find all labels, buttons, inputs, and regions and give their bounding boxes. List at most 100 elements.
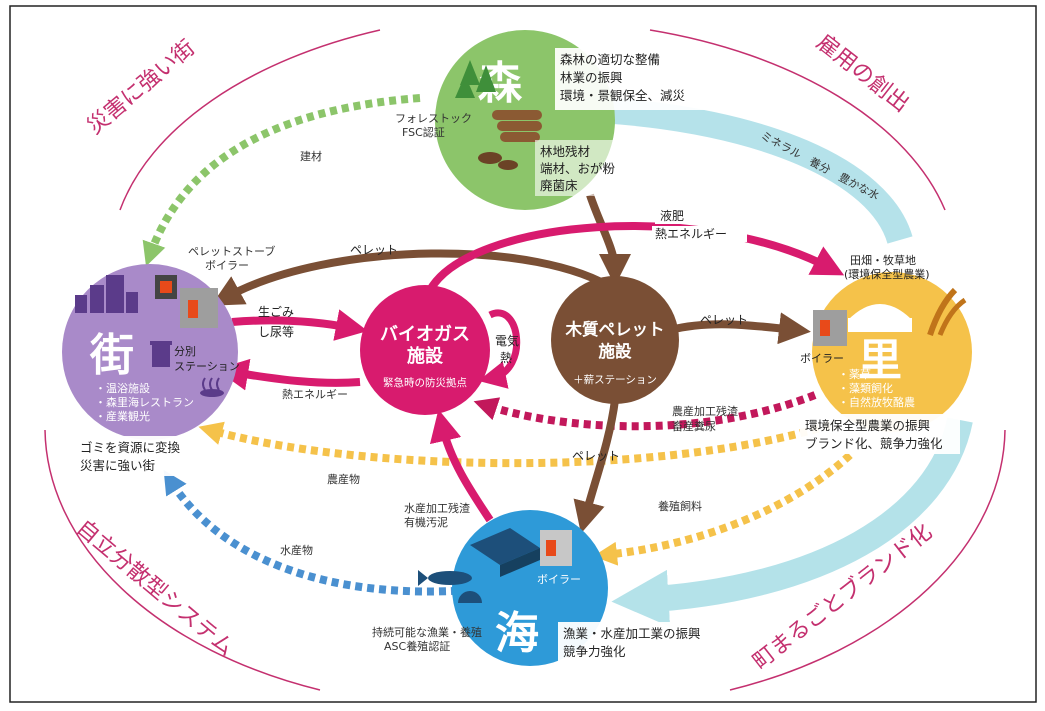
label-nousan-zansa-1: 農産加工残渣 bbox=[672, 404, 738, 418]
label-suisan-zansa-1: 水産加工残渣 bbox=[404, 501, 470, 515]
trash-icon bbox=[150, 341, 172, 367]
residue-3: 廃菌床 bbox=[540, 178, 578, 193]
water-stream-top bbox=[599, 97, 913, 245]
forest-stock-1: フォレストック bbox=[395, 112, 472, 125]
umi-desc-2: 競争力強化 bbox=[563, 644, 626, 659]
umi-desc-box bbox=[558, 622, 723, 664]
label-namagomi-2: し尿等 bbox=[258, 325, 294, 339]
biogas-loop bbox=[478, 309, 521, 389]
machi-desc-2: 災害に強い街 bbox=[80, 458, 155, 473]
sato-desc-box bbox=[800, 414, 960, 454]
flow-youshoku bbox=[593, 452, 853, 566]
flow-ekihi bbox=[426, 222, 845, 293]
boiler-icon bbox=[180, 288, 218, 328]
flow-nousan-zansa bbox=[473, 391, 817, 431]
mori-desc-box bbox=[555, 48, 705, 110]
umi-sustainable-1: 持続可能な漁業・養殖 bbox=[372, 625, 482, 639]
label-nousanbutsu: 農産物 bbox=[327, 472, 360, 486]
buildings-icon bbox=[75, 275, 138, 313]
label-netsu-top: 熱エネルギー bbox=[655, 227, 727, 241]
mori-desc-3: 環境・景観保全、減災 bbox=[560, 88, 686, 103]
sato-circle bbox=[812, 272, 972, 432]
label-pellet-top: ペレット bbox=[350, 243, 398, 257]
flow-mori-pellet bbox=[586, 193, 631, 286]
biogas-loop-2: 熱 bbox=[500, 351, 512, 365]
arc-top-right bbox=[649, 29, 946, 211]
arc-bottom-right bbox=[729, 429, 1006, 691]
sato-boiler-icon bbox=[813, 310, 847, 346]
pellet-sub: ＋薪ステーション bbox=[573, 374, 657, 386]
umi-boiler-label: ボイラー bbox=[537, 573, 581, 586]
flow-suisanbutsu bbox=[163, 469, 471, 596]
sato-list-1: ・薬草 bbox=[838, 368, 871, 381]
mushroom-icon bbox=[478, 152, 518, 170]
logs-icon bbox=[492, 110, 542, 142]
umi-desc-1: 漁業・水産加工業の振興 bbox=[563, 626, 701, 641]
arc-bottom-left bbox=[44, 429, 321, 691]
shell-icon bbox=[458, 591, 482, 603]
corner-bottom-left: 自立分散型システム bbox=[71, 515, 238, 661]
label-suisan-zansa-2: 有機汚泥 bbox=[404, 515, 448, 529]
pellet-title-1: 木質ペレット bbox=[565, 319, 665, 339]
label-pellet-bottom: ペレット bbox=[572, 449, 620, 463]
machi-title: 街 bbox=[89, 330, 134, 381]
biogas-circle bbox=[360, 285, 490, 415]
machi-list-1: ・温浴施設 bbox=[95, 381, 150, 395]
flow-namagomi bbox=[231, 309, 368, 341]
tree-icon bbox=[455, 60, 496, 98]
machi-desc-box bbox=[75, 436, 193, 476]
label-netsu-left: 熱エネルギー bbox=[282, 388, 348, 401]
label-mineral: ミネラル 養分 豊かな水 bbox=[759, 128, 882, 202]
flow-kenzai bbox=[142, 94, 421, 267]
label-nousan-zansa-2: 畜産糞尿 bbox=[672, 419, 716, 433]
sato-field-1: 田畑・牧草地 bbox=[850, 253, 916, 267]
sato-field-2: (環境保全型農業) bbox=[844, 267, 930, 281]
greenhouse-icon bbox=[848, 304, 912, 332]
label-namagomi-1: 生ごみ bbox=[258, 304, 294, 319]
stove-label-1: ペレットストーブ bbox=[188, 244, 275, 258]
biogas-title-1: バイオガス bbox=[380, 324, 470, 345]
residue-1: 林地残材 bbox=[540, 144, 590, 159]
mori-residue-box bbox=[535, 140, 630, 196]
flow-pellet-right bbox=[669, 312, 811, 345]
biogas-sub: 緊急時の防災拠点 bbox=[383, 376, 467, 389]
label-ekihi-bg bbox=[655, 208, 695, 224]
forest-stock-2: FSC認証 bbox=[402, 125, 445, 139]
stove-icon bbox=[155, 275, 177, 299]
mori-desc-2: 林業の振興 bbox=[560, 70, 623, 85]
fish-icon bbox=[418, 570, 472, 586]
umi-boiler-icon bbox=[540, 530, 572, 566]
corner-top-right: 雇用の創出 bbox=[811, 30, 913, 117]
label-youshoku: 養殖飼料 bbox=[658, 499, 702, 513]
station-1: 分別 bbox=[174, 345, 196, 358]
residue-2: 端材、おが粉 bbox=[540, 161, 616, 176]
flow-netsu-left bbox=[216, 358, 361, 391]
label-ekihi: 液肥 bbox=[660, 208, 684, 223]
sato-boiler-label: ボイラー bbox=[800, 352, 844, 365]
sato-desc-2: ブランド化、競争力強化 bbox=[805, 436, 943, 451]
wheat-icon bbox=[927, 287, 967, 336]
factory-icon bbox=[470, 528, 540, 577]
sato-desc-1: 環境保全型農業の振興 bbox=[805, 418, 930, 433]
label-suisanbutsu: 水産物 bbox=[280, 543, 313, 557]
flow-pellet-top bbox=[210, 249, 618, 306]
sato-list-2: ・藻類飼化 bbox=[838, 381, 893, 395]
onsen-icon bbox=[200, 377, 224, 397]
sato-list-3: ・自然放牧酪農 bbox=[838, 395, 915, 409]
arc-top-left bbox=[119, 29, 381, 211]
stove-label-2: ボイラー bbox=[205, 259, 249, 272]
machi-list-2: ・森里海レストラン bbox=[95, 395, 194, 409]
border bbox=[9, 5, 1037, 703]
machi-desc-1: ゴミを資源に変換 bbox=[80, 440, 181, 455]
label-netsu-top-bg bbox=[652, 226, 747, 242]
pellet-circle bbox=[551, 276, 679, 404]
biogas-loop-1: 電気 bbox=[495, 333, 519, 348]
pellet-title-2: 施設 bbox=[599, 341, 633, 361]
flow-suisan-zansa bbox=[429, 409, 494, 523]
label-kenzai: 建材 bbox=[300, 149, 322, 163]
umi-sustainable-2: ASC養殖認証 bbox=[384, 639, 450, 653]
label-pellet-right: ペレット bbox=[700, 313, 748, 327]
flow-pellet-bottom bbox=[573, 399, 619, 534]
